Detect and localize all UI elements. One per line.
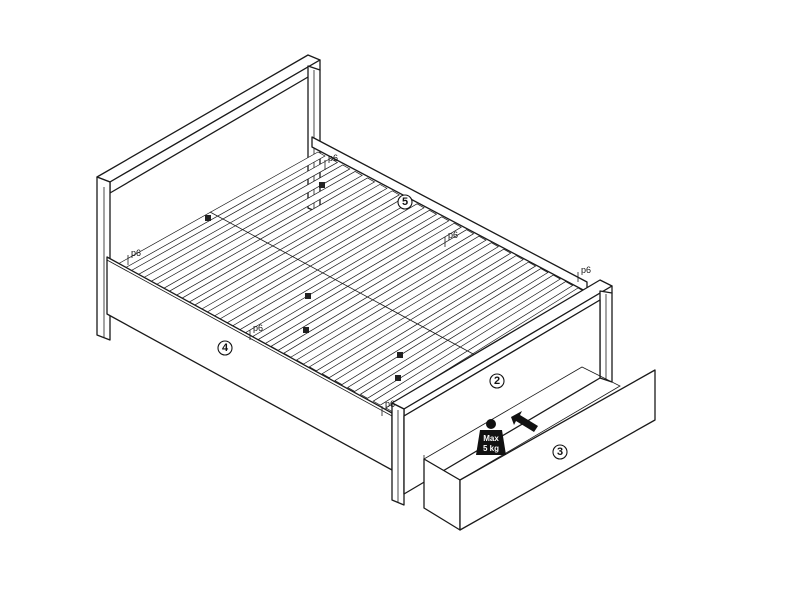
callout-2: 2	[489, 373, 505, 389]
bracket-fastener	[303, 327, 309, 333]
hardware-label: p6	[385, 399, 395, 409]
bracket-fastener	[319, 182, 325, 188]
center-beam	[209, 211, 489, 363]
bracket-fastener	[205, 215, 211, 221]
bracket-fastener	[397, 352, 403, 358]
footboard	[391, 279, 613, 506]
part-number-4: 4	[222, 342, 229, 354]
hardware-label: p6	[253, 323, 263, 333]
part-number-5: 5	[402, 196, 408, 208]
slat	[347, 268, 549, 392]
slat	[359, 274, 561, 399]
callout-4: 4	[217, 340, 233, 356]
part-number-2: 2	[494, 375, 500, 387]
slat	[308, 248, 512, 372]
hardware-markers: p6 p6 p6 p6 p6 p6	[127, 153, 591, 416]
weight-icon: Max 5 kg	[476, 419, 506, 455]
bracket-fastener	[305, 293, 311, 299]
bracket-fastener	[395, 375, 401, 381]
hardware-label: p6	[131, 248, 141, 258]
hardware-label: p6	[328, 153, 338, 163]
hardware-label: p6	[448, 230, 458, 240]
callout-5: 5	[397, 194, 413, 210]
slat	[372, 281, 574, 406]
weight-limit-line1: Max	[483, 434, 499, 443]
weight-limit-line2: 5 kg	[483, 444, 499, 453]
callout-3: 3	[552, 444, 568, 460]
hardware-label: p6	[581, 265, 591, 275]
slat	[321, 255, 524, 379]
part-number-3: 3	[557, 446, 563, 458]
arrow-icon	[511, 411, 538, 432]
slat	[334, 261, 537, 385]
